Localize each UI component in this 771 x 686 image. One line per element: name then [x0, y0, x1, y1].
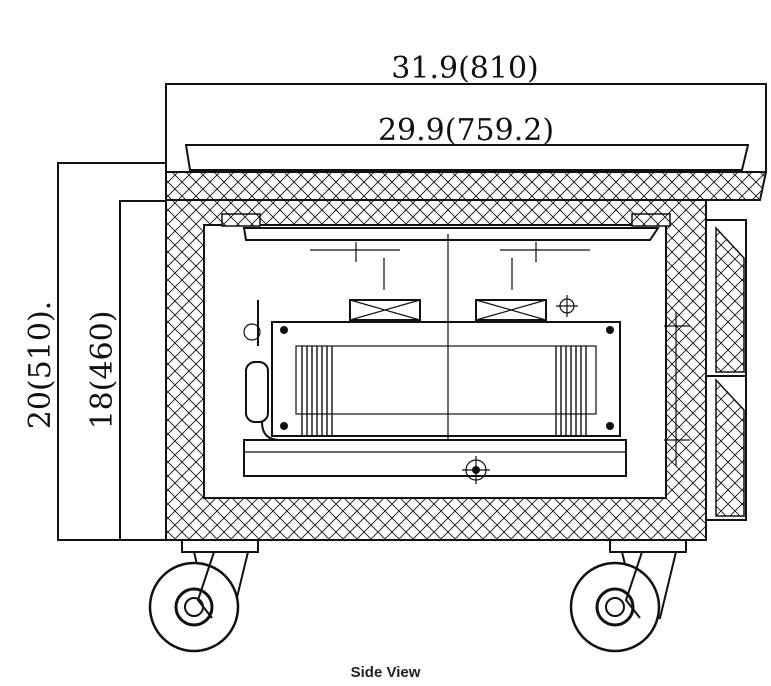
caster-left: [148, 539, 259, 653]
overall-height-dimension: 20(510).: [23, 301, 58, 429]
refrigeration-unit: [242, 227, 690, 484]
caster-right: [569, 539, 687, 653]
inner-width-dimension: 29.9(759.2): [378, 113, 554, 148]
body-height-dimension: 18(460): [85, 311, 120, 430]
overall-width-dimension: 31.9(810): [391, 51, 538, 86]
coil-fins-right: [555, 346, 587, 436]
coil-fins-left: [301, 346, 333, 436]
view-caption: Side View: [350, 664, 421, 681]
cabinet-door: [705, 219, 747, 521]
